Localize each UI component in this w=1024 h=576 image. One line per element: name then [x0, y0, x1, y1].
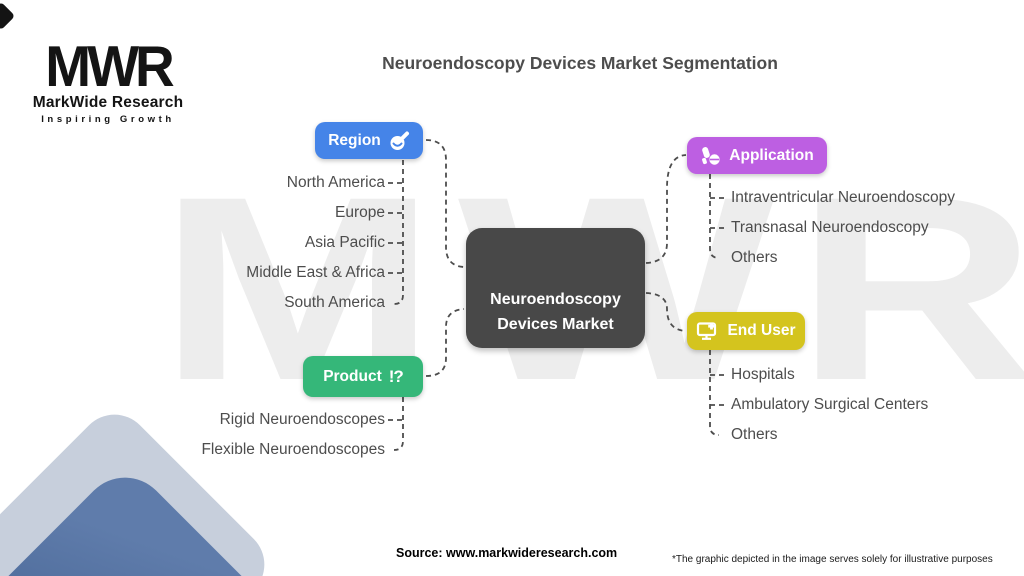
branch-label-region: Region: [328, 131, 381, 149]
branch-node-product: Product !?: [303, 356, 423, 397]
list-item-end-user: Ambulatory Surgical Centers: [731, 396, 929, 413]
logo-monogram: MWR: [45, 33, 174, 99]
list-item-product: Rigid Neuroendoscopes: [219, 411, 385, 428]
list-item-end-user: Others: [731, 426, 778, 443]
list-item-region: Europe: [335, 204, 385, 221]
branch-node-application: Application: [687, 137, 827, 174]
globe-icon: [388, 131, 410, 151]
center-node: Neuroendoscopy Devices Market: [466, 228, 645, 348]
branch-node-region: Region: [315, 122, 423, 159]
list-item-region: North America: [286, 174, 385, 191]
list-item-application: Intraventricular Neuroendoscopy: [731, 189, 956, 206]
branch-label-product: Product: [323, 367, 382, 385]
branch-node-end-user: End User: [687, 312, 805, 350]
center-node-label: Neuroendoscopy Devices Market: [490, 291, 621, 333]
monitor-plus-icon: [696, 320, 720, 342]
list-item-product: Flexible Neuroendoscopes: [201, 441, 385, 458]
list-item-application: Transnasal Neuroendoscopy: [731, 219, 929, 236]
stethoscope-question-icon: !?: [388, 366, 404, 386]
page-title: Neuroendoscopy Devices Market Segmentati…: [382, 53, 778, 73]
list-item-region: Asia Pacific: [304, 234, 385, 251]
list-item-application: Others: [731, 249, 778, 266]
pills-icon: [700, 145, 722, 167]
logo-name: MarkWide Research: [32, 94, 184, 111]
logo-tagline: Inspiring Growth: [41, 114, 175, 125]
source-note: Source: www.markwideresearch.com: [396, 546, 618, 560]
branch-label-application: Application: [729, 146, 814, 164]
disclaimer-note: *The graphic depicted in the image serve…: [672, 554, 993, 565]
list-item-region: Middle East & Africa: [246, 264, 385, 281]
markwide-logo: MWR MarkWide Research Inspiring Growth: [30, 33, 186, 125]
branch-label-end-user: End User: [727, 322, 796, 339]
list-item-end-user: Hospitals: [731, 366, 795, 383]
list-item-region: South America: [284, 294, 385, 311]
